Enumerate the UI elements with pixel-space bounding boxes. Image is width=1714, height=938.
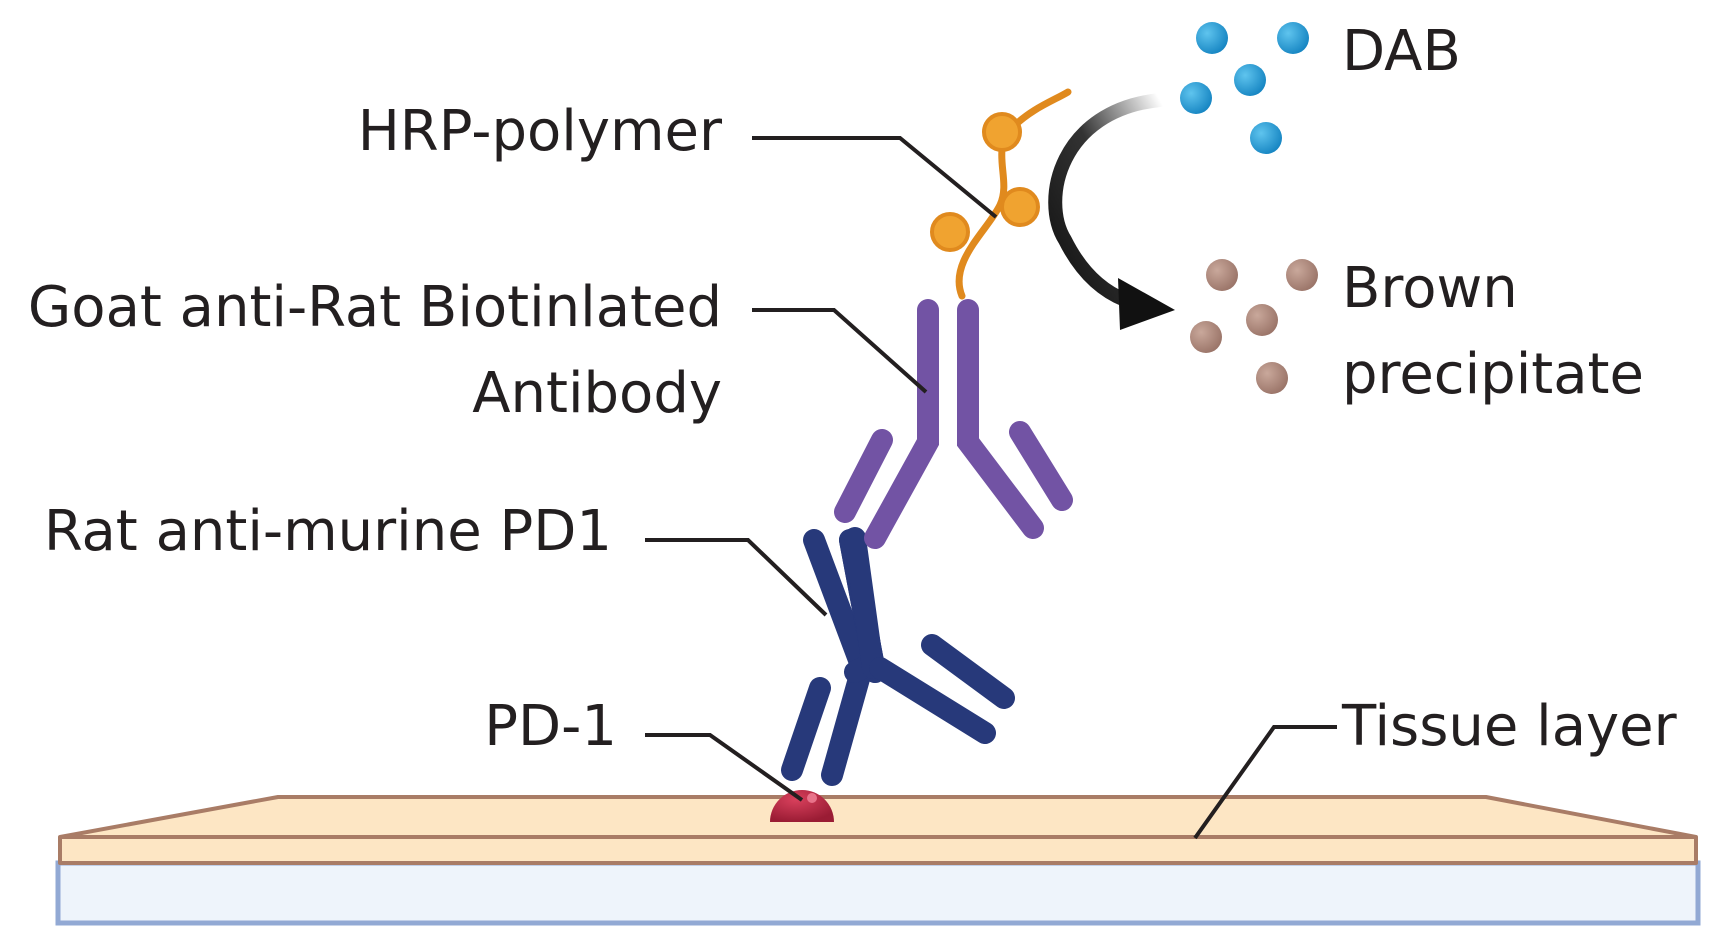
leader-hrp <box>752 136 998 219</box>
label-primary-antibody: Rat anti-murine PD1 <box>44 499 612 564</box>
leader-tissue <box>1193 725 1337 840</box>
brown-precipitate-particles <box>1190 259 1318 394</box>
label-hrp-polymer: HRP-polymer <box>358 99 723 164</box>
glass-slide <box>55 860 1701 926</box>
reaction-arrow <box>1048 93 1175 330</box>
leader-secondary <box>752 308 928 394</box>
tissue-layer <box>58 795 1698 865</box>
label-pd1: PD-1 <box>484 694 617 759</box>
hrp-polymer <box>930 88 1072 300</box>
label-brown-line2: precipitate <box>1342 342 1644 407</box>
dab-molecules <box>1180 22 1309 154</box>
pd1-antigen <box>770 790 834 822</box>
leader-pd1 <box>645 733 804 802</box>
label-tissue-layer: Tissue layer <box>1341 694 1678 759</box>
secondary-antibody <box>834 299 1073 549</box>
label-dab: DAB <box>1342 19 1461 84</box>
label-secondary-line2: Antibody <box>472 361 722 426</box>
leader-lines <box>645 136 1337 840</box>
primary-antibody <box>781 527 1015 786</box>
leader-primary <box>645 538 828 617</box>
label-secondary-line1: Goat anti-Rat Biotinlated <box>28 275 722 340</box>
label-brown-line1: Brown <box>1342 256 1518 321</box>
